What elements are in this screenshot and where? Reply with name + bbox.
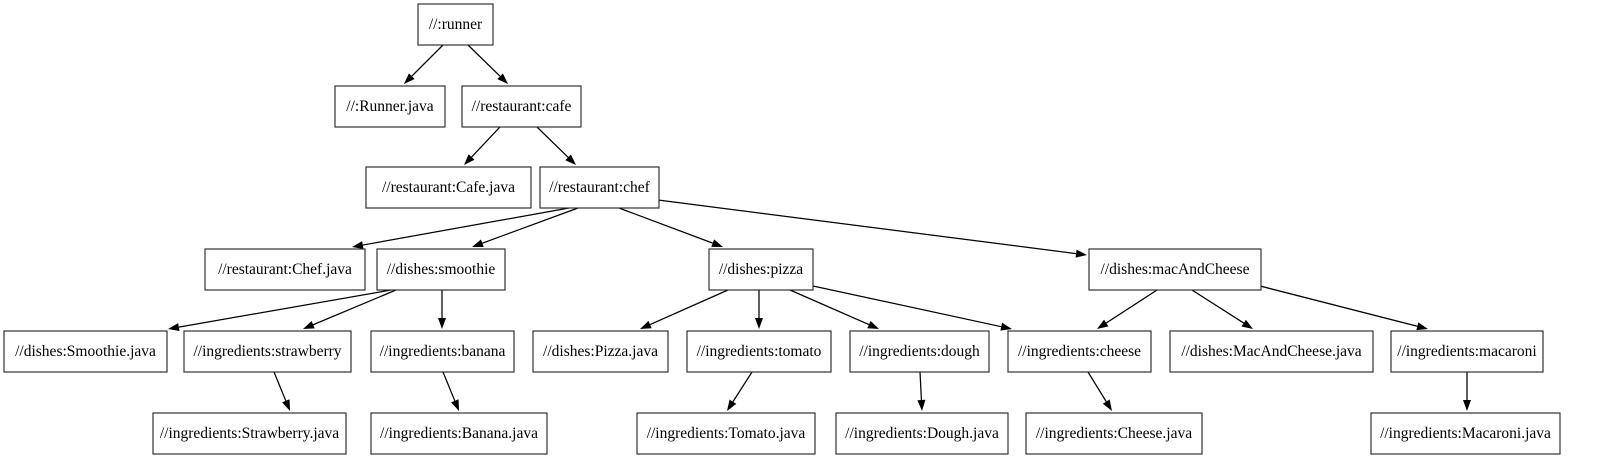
edge-dishes_smoothie-to-ing_banana [438,290,446,329]
edge-dishes_pizza-to-ing_dough [789,289,879,329]
edge-restaurant_chef-to-dishes_mac [657,199,1087,258]
node-label: //restaurant:Cafe.java [382,179,515,196]
node-runner_java[interactable]: //:Runner.java [334,85,446,128]
edge-dishes_mac-to-ing_cheese [1097,289,1158,329]
node-tomato_java[interactable]: //ingredients:Tomato.java [636,412,816,455]
node-ing_tomato[interactable]: //ingredients:tomato [686,330,832,373]
node-dishes_smoothie[interactable]: //dishes:smoothie [376,248,506,291]
node-strawberry_java[interactable]: //ingredients:Strawberry.java [152,412,347,455]
node-label: //dishes:Pizza.java [543,343,658,360]
node-label: //restaurant:Chef.java [218,261,352,278]
edge-restaurant_chef-to-dishes_pizza [618,207,723,247]
node-layer: //:runner //:Runner.java //restaurant:cafe… [3,3,1561,455]
edge-runner-to-restaurant_cafe [467,44,508,84]
edge-ing_macaroni-to-macaroni_java [1463,372,1471,411]
node-label: //ingredients:dough [859,343,980,360]
edge-ing_cheese-to-cheese_java [1087,371,1112,411]
node-label: //dishes:smoothie [387,261,496,278]
node-label: //ingredients:Strawberry.java [160,425,339,442]
node-restaurant_cafe[interactable]: //restaurant:cafe [461,85,582,128]
node-ing_banana[interactable]: //ingredients:banana [370,330,515,373]
node-label: //ingredients:Cheese.java [1036,425,1192,442]
node-label: //restaurant:cafe [472,98,572,115]
edge-dishes_mac-to-mac_java [1191,289,1253,329]
node-cafe_java[interactable]: //restaurant:Cafe.java [365,166,532,209]
node-label: //dishes:Smoothie.java [15,343,156,360]
edge-ing_strawberry-to-strawberry_java [273,371,290,411]
node-label: //dishes:pizza [719,261,803,278]
node-label: //ingredients:strawberry [193,343,341,360]
node-smoothie_java[interactable]: //dishes:Smoothie.java [3,330,168,373]
node-mac_java[interactable]: //dishes:MacAndCheese.java [1169,330,1374,373]
node-ing_dough[interactable]: //ingredients:dough [849,330,990,373]
edge-restaurant_chef-to-dishes_smoothie [472,207,579,247]
node-macaroni_java[interactable]: //ingredients:Macaroni.java [1370,412,1561,455]
node-pizza_java[interactable]: //dishes:Pizza.java [532,330,669,373]
node-dishes_pizza[interactable]: //dishes:pizza [708,248,814,291]
node-label: //restaurant:chef [549,179,651,196]
node-dishes_mac[interactable]: //dishes:macAndCheese [1088,248,1262,291]
edge-dishes_pizza-to-ing_cheese [812,285,1012,331]
edge-restaurant_chef-to-chef_java [352,207,570,249]
edge-dishes_smoothie-to-smoothie_java [168,289,392,332]
edge-dishes_pizza-to-pizza_java [640,289,729,329]
node-label: //ingredients:Macaroni.java [1380,425,1551,442]
node-label: //:runner [429,16,483,33]
node-label: //ingredients:cheese [1018,343,1141,360]
node-ing_macaroni[interactable]: //ingredients:macaroni [1390,330,1544,373]
edge-dishes_smoothie-to-ing_strawberry [303,289,397,329]
node-ing_strawberry[interactable]: //ingredients:strawberry [183,330,352,373]
node-label: //ingredients:Tomato.java [647,425,806,442]
edge-restaurant_cafe-to-cafe_java [464,126,501,165]
node-cheese_java[interactable]: //ingredients:Cheese.java [1025,412,1203,455]
node-label: //ingredients:Banana.java [380,425,538,442]
node-label: //dishes:MacAndCheese.java [1181,343,1361,360]
node-label: //ingredients:banana [380,343,506,360]
node-restaurant_chef[interactable]: //restaurant:chef [539,166,660,209]
node-banana_java[interactable]: //ingredients:Banana.java [370,412,548,455]
node-label: //ingredients:macaroni [1397,343,1537,360]
node-label: //ingredients:tomato [697,343,822,360]
edge-ing_tomato-to-tomato_java [727,371,753,411]
edge-restaurant_cafe-to-restaurant_chef [536,126,576,165]
edge-layer [168,44,1471,411]
edge-dishes_mac-to-ing_macaroni [1259,285,1428,331]
edge-ing_banana-to-banana_java [442,371,459,411]
node-ing_cheese[interactable]: //ingredients:cheese [1007,330,1152,373]
edge-dishes_pizza-to-ing_tomato [755,290,763,329]
node-label: //dishes:macAndCheese [1101,261,1250,278]
edge-ing_dough-to-dough_java [917,371,926,411]
edge-runner-to-runner_java [404,44,444,84]
node-runner[interactable]: //:runner [417,3,494,46]
node-label: //:Runner.java [346,98,434,115]
node-dough_java[interactable]: //ingredients:Dough.java [835,412,1009,455]
node-label: //ingredients:Dough.java [845,425,999,442]
node-chef_java[interactable]: //restaurant:Chef.java [204,248,366,291]
